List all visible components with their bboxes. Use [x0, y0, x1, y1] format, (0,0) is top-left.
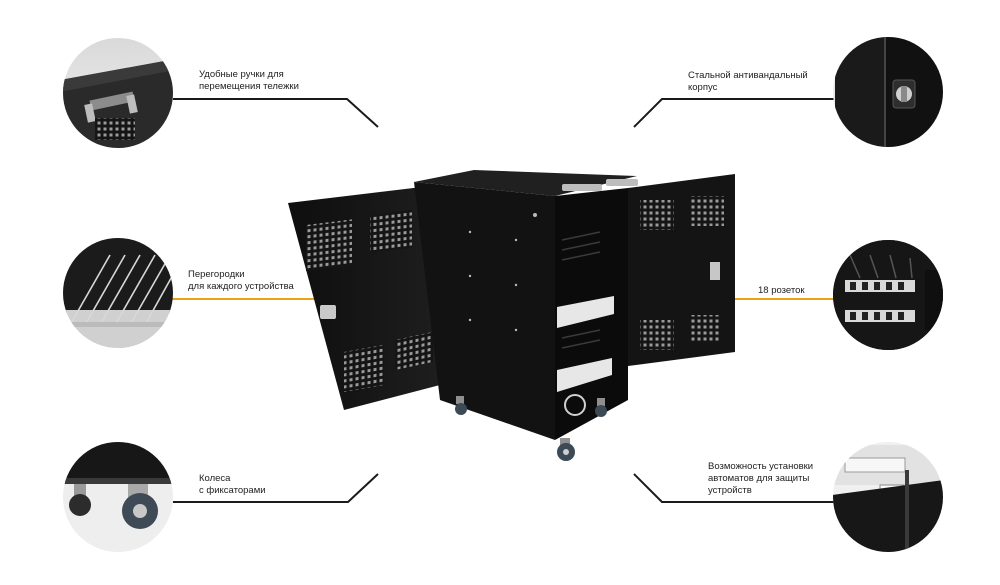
handles-leader [173, 98, 379, 128]
body-label: Стальной антивандальный корпус [688, 70, 808, 93]
breakers-detail-thumb [833, 442, 943, 552]
breakers-leader [633, 473, 834, 503]
breakers-label: Возможность установки автоматов для защи… [708, 461, 814, 496]
dividers-detail-thumb [63, 238, 173, 348]
sockets-label: 18 розеток [758, 285, 805, 296]
wheels-detail-thumb [63, 442, 173, 552]
handles-label: Удобные ручки для перемещения тележки [199, 69, 299, 92]
charging-cart [288, 170, 735, 461]
dividers-label: Перегородки для каждого устройства [188, 269, 294, 292]
sockets-detail-thumb [833, 240, 943, 350]
wheels-label: Колеса с фиксаторами [199, 473, 266, 496]
body-leader [633, 98, 834, 128]
lock-detail-thumb [833, 37, 943, 147]
wheels [455, 396, 607, 461]
handle-detail-thumb [63, 38, 173, 148]
cabinet-side [414, 182, 555, 440]
wheels-leader [173, 473, 379, 503]
